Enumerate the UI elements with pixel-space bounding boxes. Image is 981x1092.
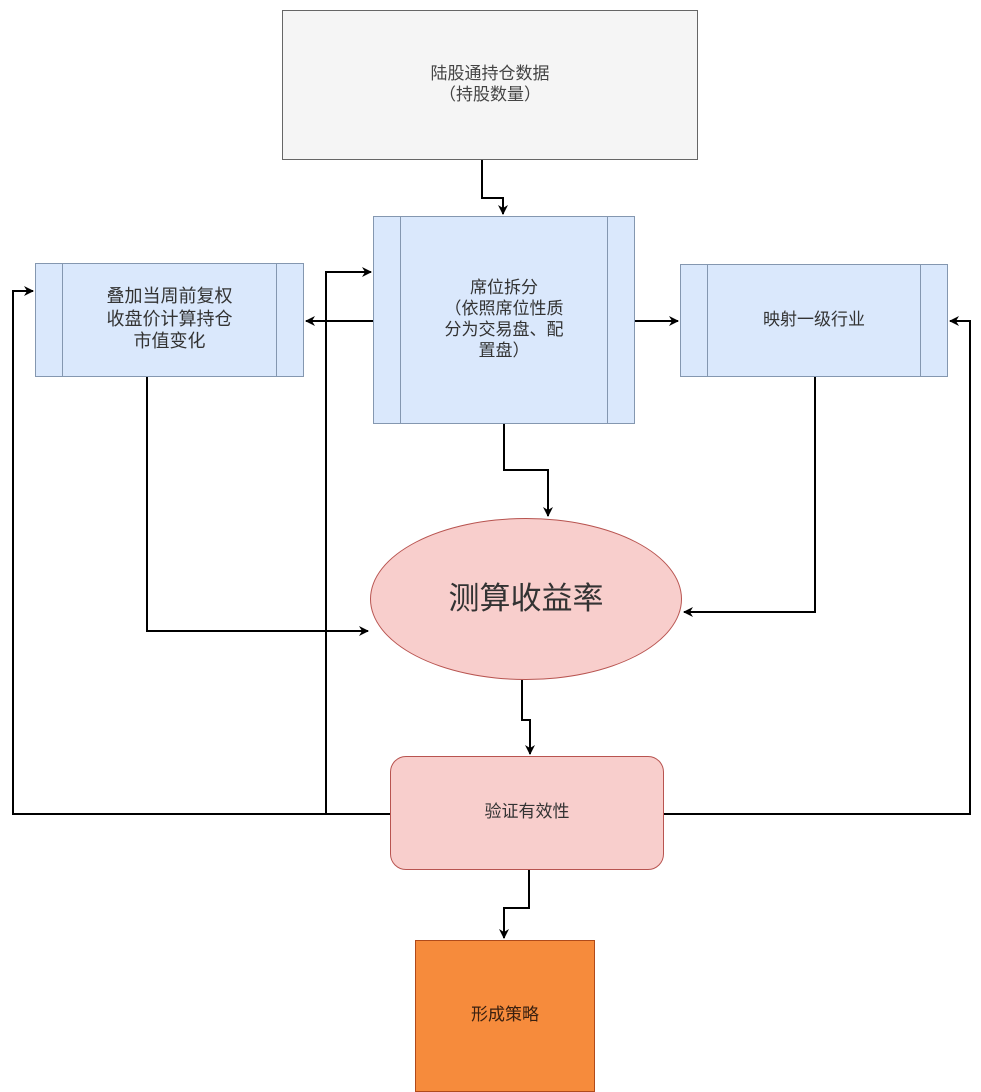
- edge-verify-to-split: [325, 267, 372, 814]
- process-bar-right: [607, 217, 608, 423]
- edge-verify-to-industry: [664, 316, 971, 815]
- process-bar-right: [276, 264, 277, 376]
- edge-return-to-verify: [521, 680, 535, 755]
- process-bar-left: [707, 265, 708, 376]
- node-seat-split-label: 席位拆分 （依照席位性质 分为交易盘、配 置盘）: [444, 277, 564, 362]
- node-form-strategy: 形成策略: [415, 940, 595, 1092]
- node-price-overlay: 叠加当周前复权 收盘价计算持仓 市值变化: [35, 263, 304, 377]
- process-bar-right: [920, 265, 921, 376]
- node-verify-validity: 验证有效性: [390, 756, 664, 870]
- edge-price-to-return: [146, 377, 369, 636]
- node-verify-validity-label: 验证有效性: [484, 802, 570, 823]
- node-source-data-label: 陆股通持仓数据 （持股数量）: [430, 63, 550, 105]
- edge-source-to-split: [481, 160, 508, 215]
- node-seat-split: 席位拆分 （依照席位性质 分为交易盘、配 置盘）: [373, 216, 635, 424]
- node-source-data: 陆股通持仓数据 （持股数量）: [282, 10, 698, 160]
- node-industry-mapping: 映射一级行业: [680, 264, 948, 377]
- edge-verify-to-strategy: [499, 870, 530, 939]
- process-bar-left: [62, 264, 63, 376]
- node-form-strategy-label: 形成策略: [471, 1005, 539, 1026]
- edge-industry-to-return: [683, 377, 816, 617]
- node-industry-mapping-label: 映射一级行业: [763, 309, 865, 330]
- process-bar-left: [400, 217, 401, 423]
- node-calc-return: 测算收益率: [370, 518, 682, 680]
- node-price-overlay-label: 叠加当周前复权 收盘价计算持仓 市值变化: [106, 286, 233, 353]
- node-calc-return-label: 测算收益率: [448, 580, 604, 617]
- edge-split-to-return: [503, 424, 553, 517]
